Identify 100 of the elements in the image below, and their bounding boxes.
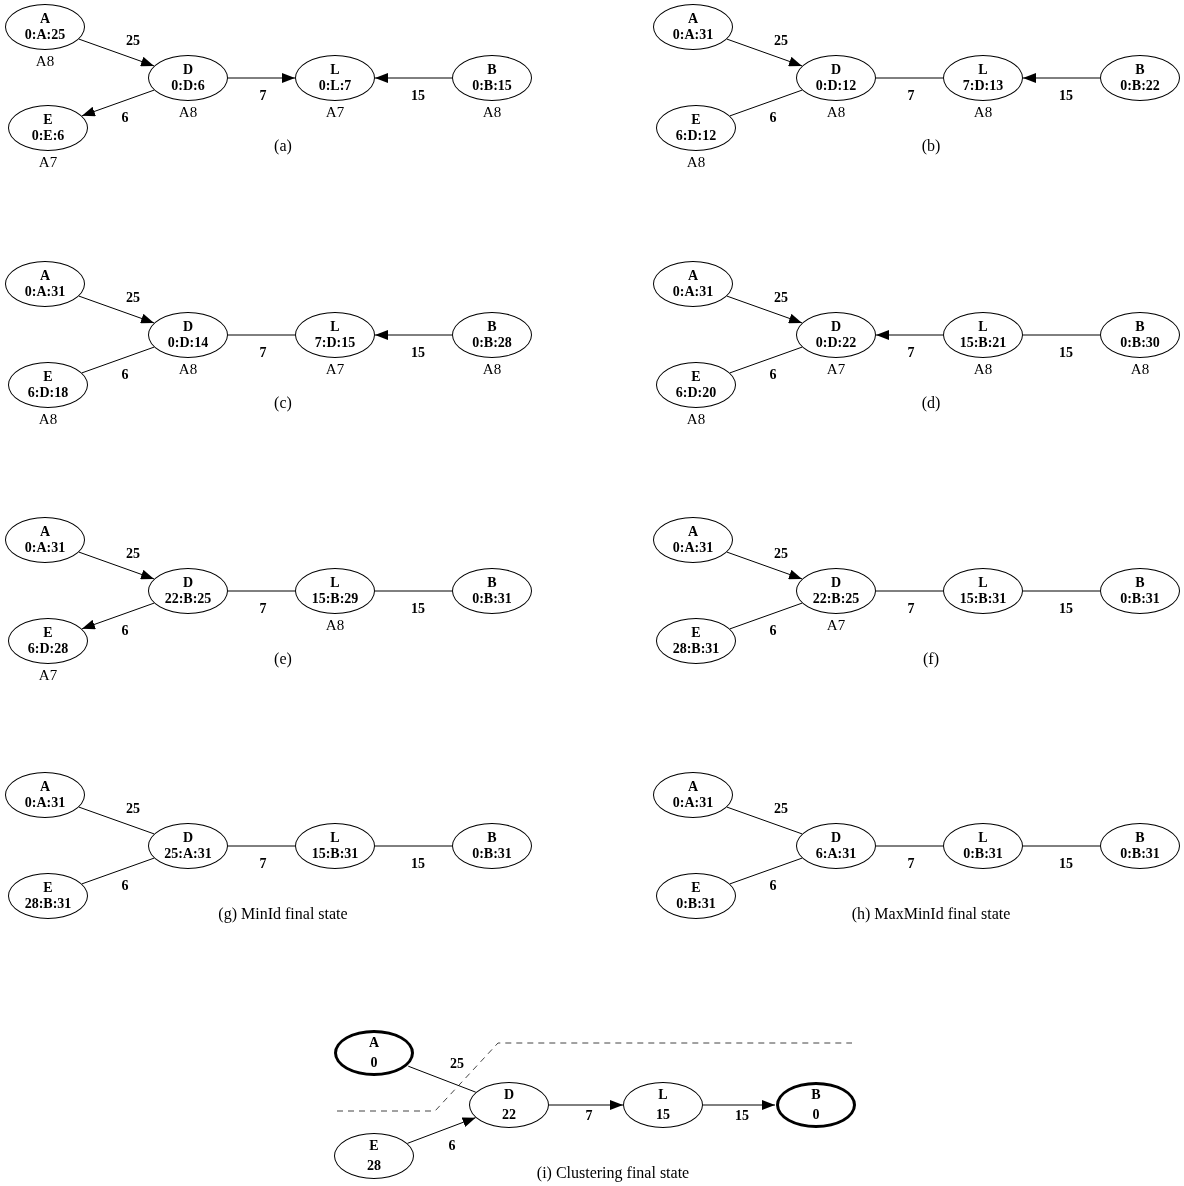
node-label: 0:A:31 [24, 284, 66, 300]
node-label: A [368, 1034, 380, 1052]
node-label: A [39, 268, 51, 284]
connector-line [875, 845, 944, 847]
edge-label: 7 [906, 87, 916, 103]
node-label: 25:A:31 [164, 846, 212, 862]
node-label: B [487, 62, 497, 78]
node-label: D [830, 830, 842, 846]
node-label: A [687, 268, 699, 284]
node-label: 7:D:13 [962, 78, 1004, 94]
edge-label: 7 [906, 600, 916, 616]
node-label: 0:A:31 [24, 540, 66, 556]
ellipse-node [8, 618, 88, 664]
node-label: 0:D:6 [171, 78, 205, 94]
node-label: E [691, 369, 701, 385]
node-label: L [330, 830, 340, 846]
node-annotation: A7 [38, 154, 58, 171]
node-annotation: A8 [482, 361, 502, 378]
edge-label: 6 [120, 109, 130, 125]
edge-label: 6 [120, 366, 130, 382]
node-label: E [43, 880, 53, 896]
node-label: A [39, 11, 51, 27]
ellipse-node [8, 362, 88, 408]
node-label: 0:L:7 [318, 78, 352, 94]
node-annotation: A7 [38, 667, 58, 684]
node-label: 28 [367, 1157, 381, 1175]
node-label: 0:B:31 [963, 846, 1003, 862]
node-label: 0:B:31 [1120, 846, 1160, 862]
ellipse-node [148, 568, 228, 614]
node-label: 7:D:15 [314, 335, 356, 351]
edge-label: 6 [768, 877, 778, 893]
node-annotation: A8 [826, 104, 846, 121]
ellipse-node [796, 312, 876, 358]
node-label: 6:D:20 [675, 385, 717, 401]
ellipse-node [8, 873, 88, 919]
figure-caption: (h) MaxMinId final state [851, 905, 1011, 923]
node-label: A [687, 524, 699, 540]
ellipse-node [656, 105, 736, 151]
connector-line [227, 334, 296, 336]
edge-label: 25 [773, 545, 789, 561]
node-label: 28:B:31 [24, 896, 72, 912]
node-label: 0:D:22 [815, 335, 857, 351]
figure-caption: (f) [923, 650, 939, 668]
node-label: 0 [370, 1054, 378, 1072]
node-label: D [830, 575, 842, 591]
node-annotation: A8 [482, 104, 502, 121]
node-label: L [658, 1086, 668, 1104]
node-label: 0:D:12 [815, 78, 857, 94]
edge-label: 25 [773, 32, 789, 48]
node-annotation: A8 [973, 361, 993, 378]
node-label: D [830, 62, 842, 78]
edge-label: 15 [1058, 855, 1074, 871]
node-label: L [330, 62, 340, 78]
edge-label: 7 [258, 87, 268, 103]
node-annotation: A8 [1130, 361, 1150, 378]
node-label: B [1135, 319, 1145, 335]
node-label: 0:A:31 [24, 795, 66, 811]
node-label: 0:B:31 [472, 846, 512, 862]
node-label: 0:A:31 [672, 795, 714, 811]
node-label: 15:B:31 [959, 591, 1007, 607]
node-label: 0:A:31 [672, 284, 714, 300]
ellipse-node [656, 873, 736, 919]
edge-label: 15 [410, 855, 426, 871]
edge-label: 25 [125, 32, 141, 48]
edge-label: 6 [768, 109, 778, 125]
node-label: A [687, 779, 699, 795]
figure-caption: (b) [921, 137, 941, 155]
node-label: 6:D:12 [675, 128, 717, 144]
ellipse-node [469, 1082, 549, 1128]
node-label: 0:A:31 [672, 27, 714, 43]
node-annotation: A7 [826, 361, 846, 378]
arrow [548, 1100, 624, 1110]
edge-label: 25 [125, 800, 141, 816]
ellipse-node [653, 4, 733, 50]
ellipse-node [5, 261, 85, 307]
edge-label: 15 [410, 344, 426, 360]
node-label: A [39, 524, 51, 540]
node-label: E [691, 112, 701, 128]
node-annotation: A8 [178, 361, 198, 378]
node-annotation: A7 [325, 104, 345, 121]
arrow [702, 1100, 776, 1110]
node-label: 6:D:18 [27, 385, 69, 401]
node-label: 0:B:30 [1120, 335, 1160, 351]
node-annotation: A8 [686, 411, 706, 428]
node-annotation: A8 [686, 154, 706, 171]
connector-line [227, 845, 296, 847]
edge-label: 6 [120, 877, 130, 893]
node-label: D [182, 830, 194, 846]
edge-label: 15 [1058, 344, 1074, 360]
node-label: 0:B:31 [676, 896, 716, 912]
edge-label: 25 [773, 289, 789, 305]
node-label: D [182, 575, 194, 591]
node-label: 22:B:25 [812, 591, 860, 607]
edge-label: 6 [120, 622, 130, 638]
connector-line [875, 77, 944, 79]
node-annotation: A7 [325, 361, 345, 378]
node-label: 15:B:21 [959, 335, 1007, 351]
ellipse-node [796, 55, 876, 101]
node-annotation: A7 [826, 617, 846, 634]
node-label: 0:B:31 [472, 591, 512, 607]
